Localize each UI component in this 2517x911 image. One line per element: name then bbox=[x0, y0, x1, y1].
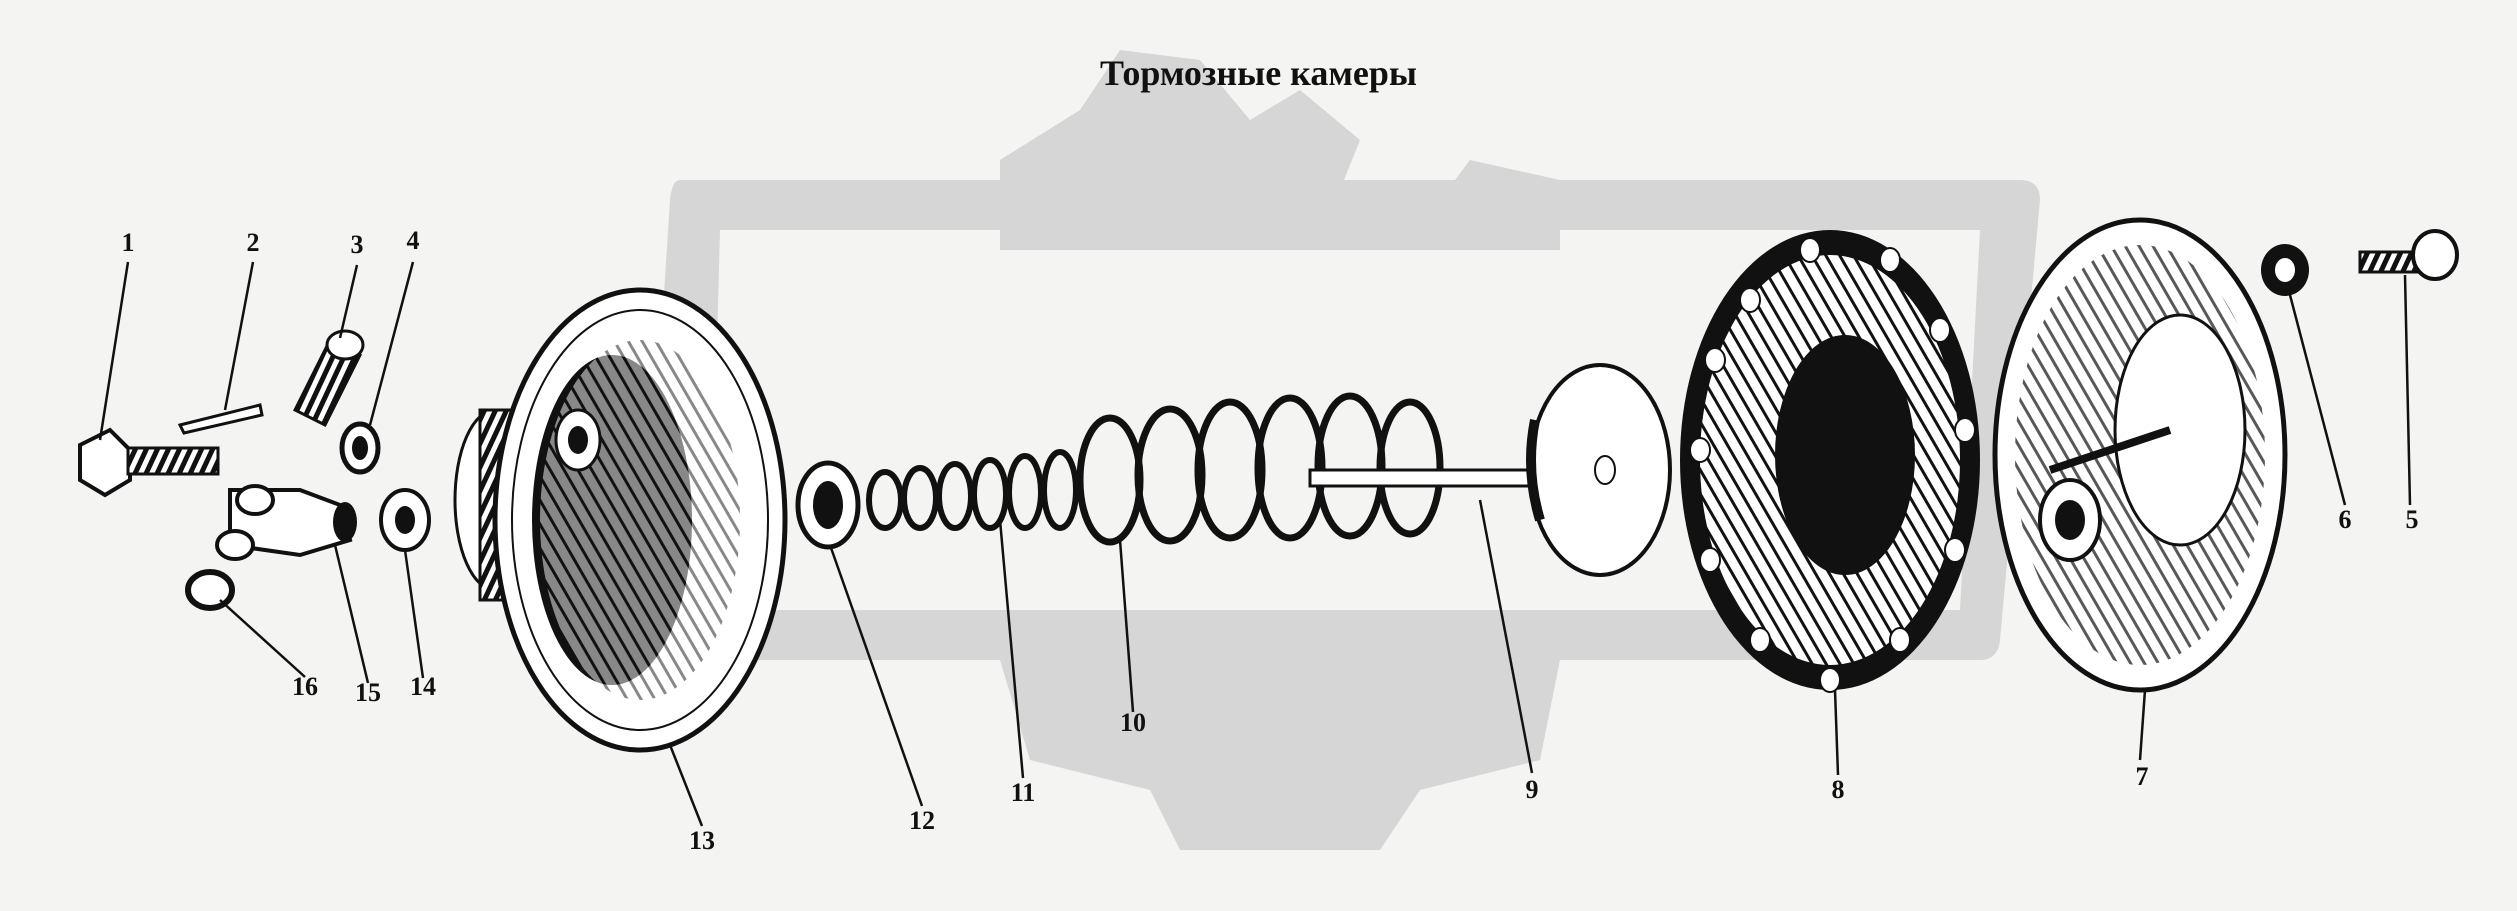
part-4-washer bbox=[339, 421, 381, 475]
callout-8: 8 bbox=[1831, 775, 1845, 804]
callout-9: 9 bbox=[1525, 775, 1539, 804]
leader-lines bbox=[98, 261, 2412, 827]
part-11-small-spring bbox=[866, 449, 1079, 531]
part-14-nut bbox=[379, 488, 431, 552]
callout-10: 10 bbox=[1120, 708, 1146, 737]
callout-16: 16 bbox=[292, 672, 318, 701]
part-6-nut bbox=[2261, 244, 2309, 296]
callout-1: 1 bbox=[121, 228, 135, 257]
callout-7: 7 bbox=[2135, 762, 2149, 791]
part-7-outer-cover bbox=[1992, 217, 2288, 693]
callout-6: 6 bbox=[2338, 505, 2352, 534]
diagram-title: Тормозные камеры bbox=[1099, 53, 1418, 93]
callout-12: 12 bbox=[909, 806, 935, 835]
part-12-washer bbox=[795, 460, 861, 550]
part-1-bolt bbox=[78, 427, 220, 498]
callout-5: 5 bbox=[2405, 505, 2419, 534]
callout-2: 2 bbox=[246, 228, 260, 257]
part-9-pushrod bbox=[1308, 363, 1672, 577]
callout-14: 14 bbox=[410, 672, 436, 701]
callout-3: 3 bbox=[350, 230, 364, 259]
part-13-housing bbox=[453, 287, 788, 753]
part-8-cover bbox=[1680, 230, 1980, 693]
part-5-bolt bbox=[2358, 229, 2459, 281]
callout-13: 13 bbox=[689, 826, 715, 855]
part-2-cotter-pin bbox=[177, 403, 264, 435]
part-16-washer bbox=[185, 569, 235, 611]
part-15-clevis bbox=[215, 484, 357, 561]
callout-4: 4 bbox=[406, 226, 420, 255]
callout-11: 11 bbox=[1010, 778, 1036, 807]
part-3-pin bbox=[292, 329, 365, 428]
callout-15: 15 bbox=[355, 678, 381, 707]
part-10-large-spring bbox=[1076, 392, 1444, 546]
